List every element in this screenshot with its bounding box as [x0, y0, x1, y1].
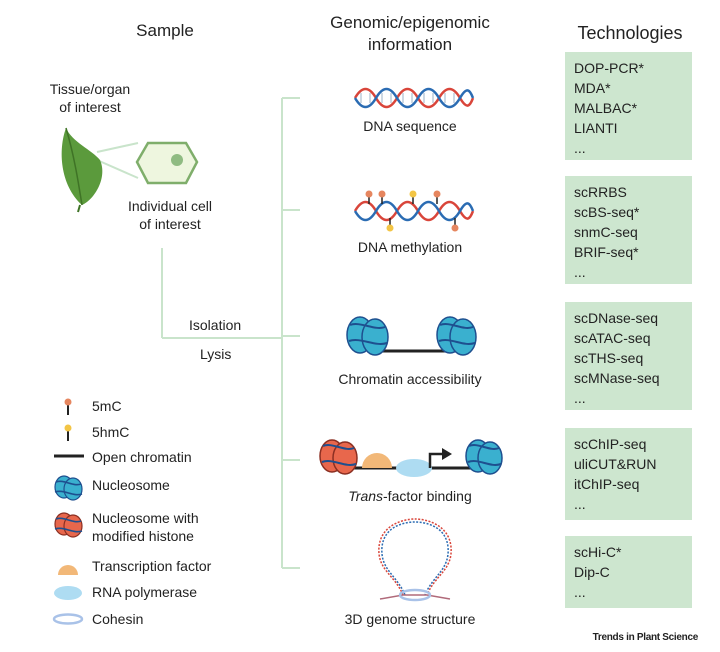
tech-box-chromatin-accessibility: scDNase-seq scATAC-seq scTHS-seq scMNase…: [565, 302, 692, 410]
tech-box-trans-factor-binding: scChIP-seq uliCUT&RUN itChIP-seq ...: [565, 428, 692, 520]
legend-mod-line1: Nucleosome with: [92, 510, 199, 526]
trans-rest: -factor binding: [383, 488, 472, 504]
leaf-icon: [61, 127, 103, 213]
info-label-trans-factor-binding: Trans-factor binding: [320, 487, 500, 505]
tech-box-dna-methylation: scRRBS scBS-seq* snmC-seq BRIF-seq* ...: [565, 176, 692, 284]
tech-item: scDNase-seq: [574, 310, 659, 326]
legend-cohesin-label: Cohesin: [92, 611, 144, 627]
isolation-label: Isolation: [189, 317, 242, 333]
tech-item: ...: [574, 496, 586, 512]
legend-modified-nucleosome-label: Nucleosome with modified histone: [92, 509, 199, 545]
genomic-header-line1: Genomic/epigenomic: [330, 13, 490, 32]
nucleosome-icon: [54, 475, 83, 501]
lysis-label: Lysis: [200, 346, 232, 362]
legend-mod-line2: modified histone: [92, 528, 194, 544]
legend-5mc-label: 5mC: [92, 398, 122, 414]
tech-item: ...: [574, 264, 586, 280]
tech-box-3d-genome: scHi-C* Dip-C ...: [565, 536, 692, 608]
legend-open-chromatin-label: Open chromatin: [92, 449, 192, 465]
tech-item: scChIP-seq: [574, 436, 647, 452]
3d-genome-icon: [378, 518, 452, 602]
info-label-3d-genome: 3D genome structure: [344, 611, 476, 627]
rna-polymerase-icon: [54, 586, 82, 600]
open-chromatin-icon: [54, 454, 84, 458]
tech-box-dna-sequence: DOP-PCR* MDA* MALBAC* LIANTI ...: [565, 52, 692, 160]
tech-item: ...: [574, 584, 586, 600]
nucleosome-icon: [465, 439, 503, 475]
tech-item: MALBAC*: [574, 100, 638, 116]
tech-item: ...: [574, 390, 586, 406]
tech-item: uliCUT&RUN: [574, 456, 657, 472]
tissue-label-line1: Tissue/organ: [49, 81, 131, 97]
tech-item: snmC-seq: [574, 224, 638, 240]
tech-item: MDA*: [574, 80, 611, 96]
nucleosome-icon: [436, 316, 477, 356]
trans-factor-binding-icon: [319, 439, 503, 477]
tech-item: scTHS-seq: [574, 350, 644, 366]
tissue-label-line2: of interest: [59, 99, 121, 115]
dna-sequence-icon: [353, 87, 475, 109]
tissue-label: Tissue/organ of interest: [30, 80, 150, 116]
legend-tf-label: Transcription factor: [92, 558, 212, 574]
cell-label: Individual cell of interest: [110, 197, 230, 233]
technologies-header: Technologies: [577, 23, 683, 43]
tech-item: LIANTI: [574, 120, 618, 136]
info-label-dna-sequence: DNA sequence: [363, 118, 457, 134]
info-label-chromatin-accessibility: Chromatin accessibility: [338, 371, 482, 387]
tech-item: scRRBS: [574, 184, 627, 200]
chromatin-accessibility-icon: [346, 316, 477, 356]
legend-5hmc-label: 5hmC: [92, 424, 130, 440]
genomic-header: Genomic/epigenomic information: [290, 12, 530, 56]
genomic-header-line2: information: [367, 35, 453, 54]
cohesin-icon: [52, 613, 84, 625]
tech-item: scBS-seq*: [574, 204, 640, 220]
tech-item: scATAC-seq: [574, 330, 651, 346]
cell-icon: [135, 141, 199, 185]
modified-nucleosome-icon: [54, 512, 83, 538]
tech-item: scMNase-seq: [574, 370, 660, 386]
cell-label-line1: Individual cell: [127, 198, 213, 214]
cell-label-line2: of interest: [139, 216, 201, 232]
modified-nucleosome-icon: [319, 439, 358, 475]
trans-italic: Trans: [348, 488, 384, 504]
journal-footer: Trends in Plant Science: [592, 632, 699, 643]
info-label-dna-methylation: DNA methylation: [357, 239, 463, 255]
tech-item: scHi-C*: [574, 544, 622, 560]
nucleosome-icon: [346, 316, 389, 356]
tech-item: BRIF-seq*: [574, 244, 639, 260]
tech-item: DOP-PCR*: [574, 60, 645, 76]
legend-nucleosome-label: Nucleosome: [92, 477, 170, 493]
legend-rnapol-label: RNA polymerase: [92, 584, 198, 600]
5mc-icon: [64, 398, 72, 415]
connector-lines: [96, 97, 300, 569]
sample-header: Sample: [136, 21, 194, 40]
dna-methylation-icon: [353, 190, 475, 232]
tech-item: ...: [574, 140, 586, 156]
transcription-factor-icon: [58, 565, 78, 575]
tech-item: itChIP-seq: [574, 476, 640, 492]
tech-item: Dip-C: [574, 564, 610, 580]
5hmc-icon: [64, 424, 72, 441]
